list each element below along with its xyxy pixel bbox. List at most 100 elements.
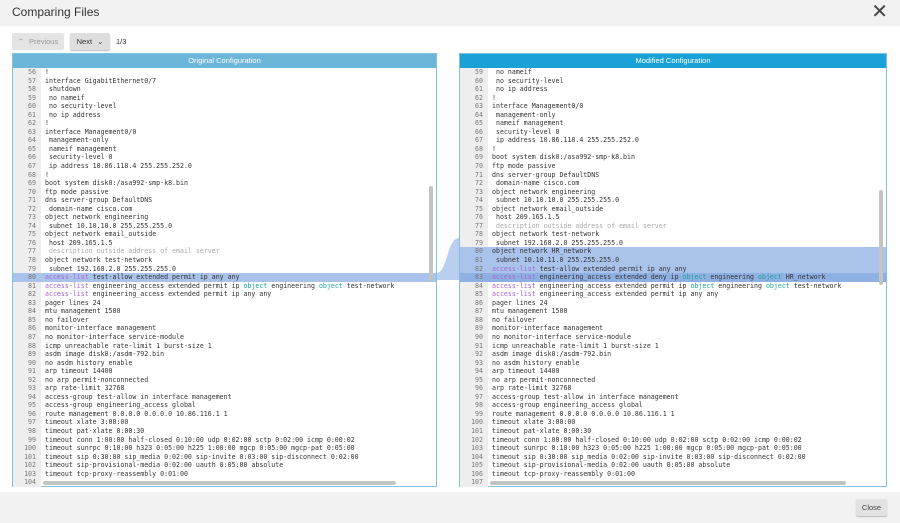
line-number: 95 [475, 375, 483, 384]
line-text: ! [45, 171, 49, 180]
previous-button[interactable]: ⌃Previous [12, 33, 64, 50]
line-number: 96 [28, 409, 36, 418]
code-line: 62! [460, 94, 886, 103]
line-number: 103 [471, 444, 483, 453]
line-text: monitor-interface management [492, 324, 603, 333]
line-text: subnet 10.10.10.0 255.255.255.0 [492, 196, 619, 205]
line-text: arp rate-limit 32768 [45, 384, 124, 393]
line-text: access-list engineering_access extended … [45, 290, 271, 299]
vertical-scrollbar[interactable] [879, 190, 883, 285]
line-text: security-level 0 [45, 153, 113, 162]
line-number: 75 [475, 204, 483, 213]
line-number: 95 [28, 401, 36, 410]
code-token: timeout xlate 3:00:00 [45, 418, 129, 427]
code-line: 103 timeout sunrpc 0:10:00 h323 0:05:00 h… [460, 444, 886, 453]
code-token: timeout sunrpc 0:10:00 h323 0:05:00 h225… [492, 444, 802, 453]
line-number: 74 [475, 196, 483, 205]
code-line: 72 domain-name cisco.com [13, 205, 436, 214]
line-number: 94 [475, 367, 483, 376]
line-text: object network test-network [492, 230, 599, 239]
line-number: 57 [28, 76, 36, 85]
code-token: test-network [342, 281, 395, 290]
line-number: 99 [475, 409, 483, 418]
line-text: arp timeout 14400 [45, 367, 113, 376]
code-token: timeout tcp-proxy-reassembly 0:01:00 [45, 469, 188, 478]
line-number: 72 [475, 179, 483, 188]
line-text: ip address 10.86.118.4 255.255.252.0 [492, 136, 639, 145]
keyword-token: access-list [492, 290, 536, 299]
code-token: timeout conn 1:00:00 half-closed 0:10:00… [492, 435, 802, 444]
code-token: engineering_access extended permit ip [88, 281, 244, 290]
code-line: 77 description outside address of email … [460, 222, 886, 231]
code-token: management-only [492, 110, 556, 119]
code-line: 104 [13, 478, 436, 487]
object-token: object [318, 281, 343, 290]
line-number: 73 [475, 187, 483, 196]
line-number: 64 [475, 110, 483, 119]
line-text: object network email_outside [45, 230, 156, 239]
code-token: mtu management 1500 [492, 307, 568, 316]
line-number: 84 [475, 281, 483, 290]
horizontal-scrollbar[interactable] [490, 481, 846, 485]
line-number: 68 [28, 170, 36, 179]
line-text: timeout xlate 3:00:00 [45, 418, 128, 427]
code-token: description outside address of email ser… [45, 247, 220, 256]
keyword-token: access-list [45, 290, 89, 299]
line-text: ip address 10.86.118.4 255.255.252.0 [45, 162, 192, 171]
code-token: timeout sip 0:30:00 sip_media 0:02:00 si… [45, 452, 359, 461]
line-number: 61 [28, 110, 36, 119]
close-icon[interactable]: ✕ [871, 1, 888, 23]
code-line: 67 ip address 10.86.118.4 255.255.252.0 [13, 162, 436, 171]
line-text: host 209.165.1.5 [492, 213, 560, 222]
code-token: network engineering [515, 187, 596, 196]
line-number: 73 [28, 213, 36, 222]
code-token: access-group test-allow in interface man… [45, 392, 232, 401]
line-number: 61 [475, 85, 483, 94]
line-text: ! [492, 94, 496, 103]
code-token: management-only [45, 136, 109, 145]
code-token: object [492, 230, 516, 239]
next-button[interactable]: Next⌄ [70, 33, 110, 50]
line-text: boot system disk0:/asa992-smp-k8.bin [492, 153, 635, 162]
horizontal-scrollbar[interactable] [43, 481, 396, 485]
code-line: 66 security-level 0 [13, 153, 436, 162]
code-token: arp rate-limit 32768 [492, 384, 572, 393]
line-number: 62 [28, 119, 36, 128]
line-number: 105 [471, 461, 483, 470]
close-button[interactable]: Close [856, 499, 887, 516]
code-token: arp timeout 14400 [45, 367, 113, 376]
line-text: ftp mode passive [45, 188, 109, 197]
line-number: 66 [28, 153, 36, 162]
line-number: 87 [28, 332, 36, 341]
code-token: host 209.165.1.5 [45, 238, 113, 247]
line-number: 71 [28, 196, 36, 205]
code-line: 66 security-level 0 [460, 128, 886, 137]
line-number: 68 [475, 144, 483, 153]
line-number: 60 [28, 102, 36, 111]
line-text: no security-level [45, 102, 117, 111]
line-text: arp timeout 14400 [492, 367, 560, 376]
line-number: 86 [28, 324, 36, 333]
object-token: object [765, 281, 790, 290]
code-line: 58 shutdown [13, 85, 436, 94]
vertical-scrollbar[interactable] [429, 186, 433, 281]
line-text: no nameif [492, 68, 532, 77]
line-number: 89 [28, 350, 36, 359]
line-text: timeout tcp-proxy-reassembly 0:01:00 [45, 470, 188, 479]
code-token: no failover [45, 315, 89, 324]
line-text: asdm image disk0:/asdm-792.bin [45, 350, 164, 359]
line-number: 80 [475, 247, 483, 256]
code-token: ! [492, 93, 496, 102]
